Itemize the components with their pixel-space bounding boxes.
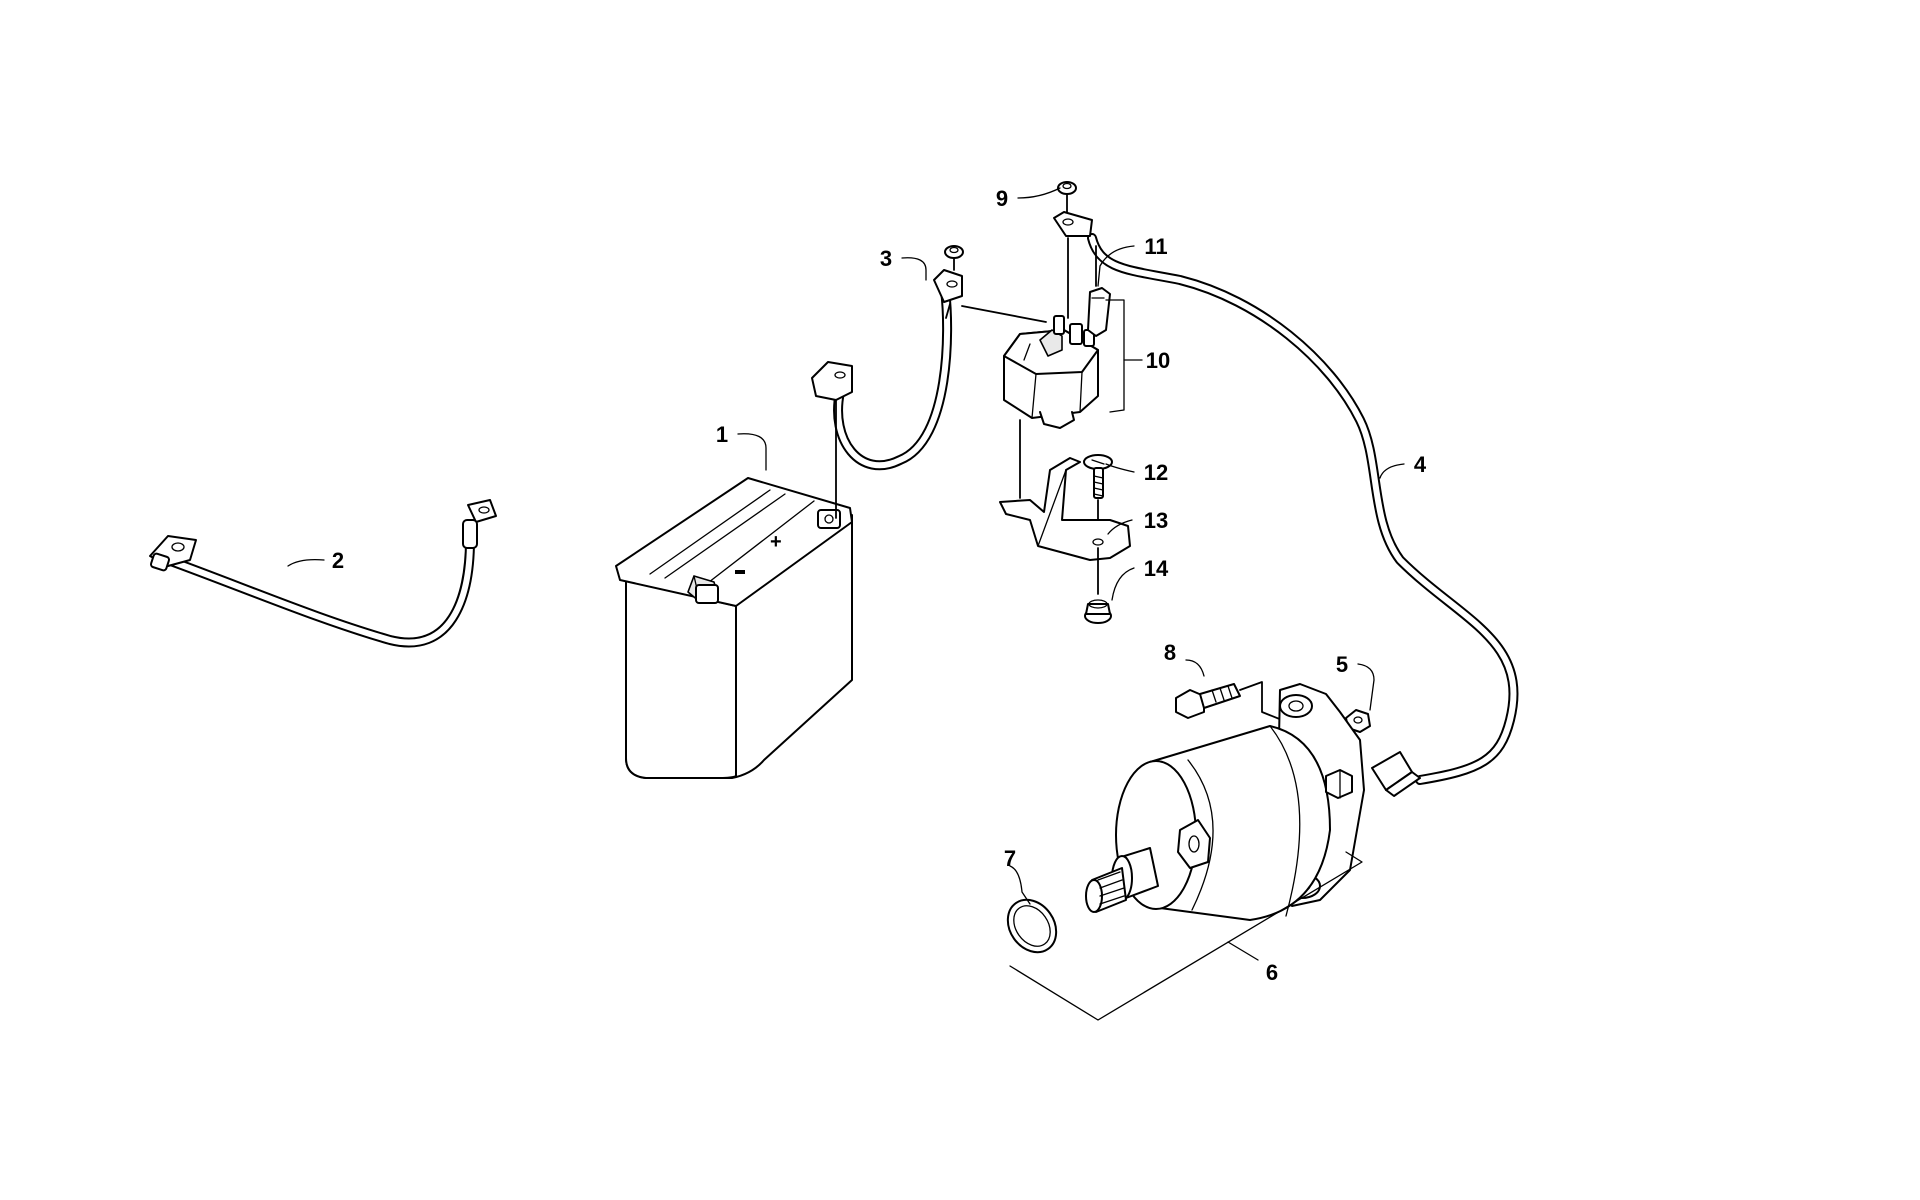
callout-13: 13 — [1144, 508, 1168, 533]
callout-2: 2 — [332, 548, 344, 573]
callout-12: 12 — [1144, 460, 1168, 485]
o-ring[interactable] — [998, 890, 1066, 961]
callout-3: 3 — [880, 246, 892, 271]
battery-plus-mark: + — [770, 531, 782, 553]
callout-14: 14 — [1144, 556, 1169, 581]
relay-bracket[interactable] — [999, 457, 1131, 595]
battery[interactable]: + — [615, 477, 853, 779]
ground-cable[interactable] — [149, 499, 497, 648]
callout-11: 11 — [1144, 234, 1167, 259]
leader-lines — [287, 187, 1405, 1021]
callout-4: 4 — [1414, 452, 1427, 477]
bolt-8[interactable] — [1175, 681, 1283, 721]
battery-cable[interactable] — [811, 269, 1047, 519]
nut-9-lower[interactable] — [944, 245, 964, 271]
nut-9-upper[interactable] — [1057, 181, 1077, 215]
starter-cable[interactable] — [1053, 211, 1519, 797]
callout-1: 1 — [716, 422, 728, 447]
callout-7: 7 — [1004, 846, 1016, 871]
callout-6: 6 — [1266, 960, 1278, 985]
callout-5: 5 — [1336, 652, 1348, 677]
callout-10: 10 — [1146, 348, 1170, 373]
callout-8: 8 — [1164, 640, 1176, 665]
callouts: 1 2 3 4 5 6 7 8 9 10 11 12 13 14 — [332, 186, 1427, 985]
screw-12[interactable] — [1083, 454, 1113, 541]
flange-nut-14[interactable] — [1084, 599, 1112, 624]
starter-relay[interactable] — [1003, 287, 1111, 499]
relay-fuse-connector[interactable] — [1087, 287, 1111, 337]
starter-motor[interactable] — [1085, 683, 1365, 921]
callout-9: 9 — [996, 186, 1008, 211]
